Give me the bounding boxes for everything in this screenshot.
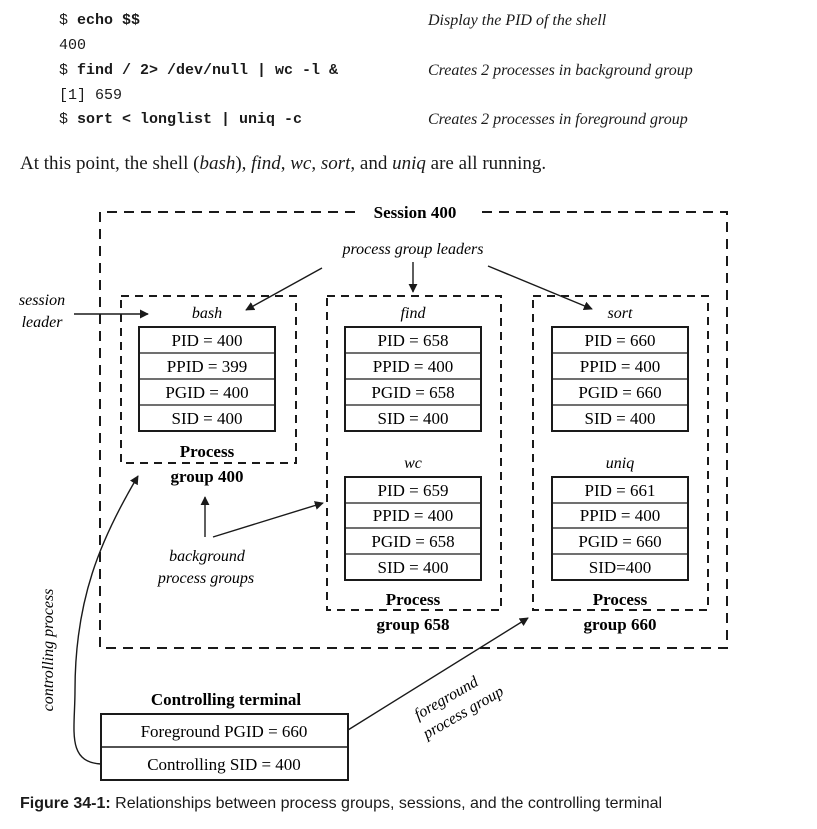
figure-caption: Figure 34-1: Relationships between proce…	[20, 795, 663, 812]
group-title-660-line1: Process	[593, 590, 648, 609]
field-pid: PID = 660	[585, 331, 656, 350]
command-output-2: [1] 659	[59, 87, 123, 104]
group-title-658-line2: group 658	[377, 615, 450, 634]
background-label-line2: process groups	[157, 570, 254, 587]
command-line-1: $ echo $$	[59, 12, 141, 29]
controlling-process-label: controlling process	[40, 589, 57, 712]
leader-arrow-sort	[487, 265, 593, 311]
session-title: Session 400	[374, 203, 457, 222]
group-title-660-line2: group 660	[584, 615, 657, 634]
process-table-sort: PID = 660 PPID = 400 PGID = 660 SID = 40…	[551, 326, 689, 432]
field-pgid: PGID = 400	[165, 383, 248, 402]
controlling-terminal-title: Controlling terminal	[151, 690, 302, 709]
process-table-uniq: PID = 661 PPID = 400 PGID = 660 SID=400	[551, 476, 689, 581]
command-output-1: 400	[59, 37, 87, 54]
controlling-terminal-table: Foreground PGID = 660 Controlling SID = …	[100, 713, 349, 781]
group-title-400-line1: Process	[180, 442, 235, 461]
field-pgid: PGID = 660	[578, 383, 661, 402]
field-pgid: PGID = 658	[371, 383, 454, 402]
command-line-3: $ sort < longlist | uniq -c	[59, 111, 303, 128]
foreground-label: foreground process group	[412, 673, 507, 743]
process-name-bash: bash	[192, 305, 222, 322]
field-pgid: PGID = 658	[371, 532, 454, 551]
command-note-3: Creates 2 processes in foreground group	[428, 111, 688, 128]
group-title-658-line1: Process	[386, 590, 441, 609]
field-ppid: PPID = 400	[373, 506, 453, 525]
session-box: Session 400	[99, 203, 728, 649]
controlling-sid-field: Controlling SID = 400	[147, 755, 301, 774]
group-box-660	[532, 295, 709, 611]
controlling-process-arrow	[73, 475, 139, 765]
group-box-400	[120, 295, 297, 464]
field-pid: PID = 400	[172, 331, 243, 350]
field-pid: PID = 659	[378, 481, 449, 500]
session-leader-label-line1: session	[19, 292, 65, 309]
command-line-2: $ find / 2> /dev/null | wc -l &	[59, 62, 339, 79]
command-note-2: Creates 2 processes in background group	[428, 62, 693, 79]
field-ppid: PPID = 400	[373, 357, 453, 376]
process-table-find: PID = 658 PPID = 400 PGID = 658 SID = 40…	[344, 326, 482, 432]
process-name-uniq: uniq	[606, 455, 634, 472]
field-ppid: PPID = 400	[580, 506, 660, 525]
field-pid: PID = 658	[378, 331, 449, 350]
field-sid: SID = 400	[378, 558, 449, 577]
background-arrow-group-658	[212, 501, 324, 538]
field-sid: SID = 400	[172, 409, 243, 428]
process-name-sort: sort	[608, 305, 633, 322]
process-table-wc: PID = 659 PPID = 400 PGID = 658 SID = 40…	[344, 476, 482, 581]
process-table-bash: PID = 400 PPID = 399 PGID = 400 SID = 40…	[138, 326, 276, 432]
command-note-1: Display the PID of the shell	[428, 12, 607, 29]
session-leader-label-line2: leader	[22, 314, 64, 331]
background-label-line1: background	[169, 548, 246, 565]
field-pgid: PGID = 660	[578, 532, 661, 551]
field-ppid: PPID = 400	[580, 357, 660, 376]
process-name-find: find	[401, 305, 427, 322]
process-name-wc: wc	[404, 455, 422, 472]
field-sid: SID=400	[589, 558, 651, 577]
body-paragraph: At this point, the shell (bash), find, w…	[20, 153, 547, 174]
leader-arrow-bash	[245, 267, 323, 311]
process-group-leaders-label: process group leaders	[341, 241, 483, 258]
field-ppid: PPID = 399	[167, 357, 247, 376]
foreground-pgid-field: Foreground PGID = 660	[141, 722, 308, 741]
field-sid: SID = 400	[378, 409, 449, 428]
field-pid: PID = 661	[585, 481, 656, 500]
foreground-arrow	[347, 617, 529, 731]
field-sid: SID = 400	[585, 409, 656, 428]
group-box-658	[326, 295, 502, 611]
group-title-400-line2: group 400	[171, 467, 244, 486]
